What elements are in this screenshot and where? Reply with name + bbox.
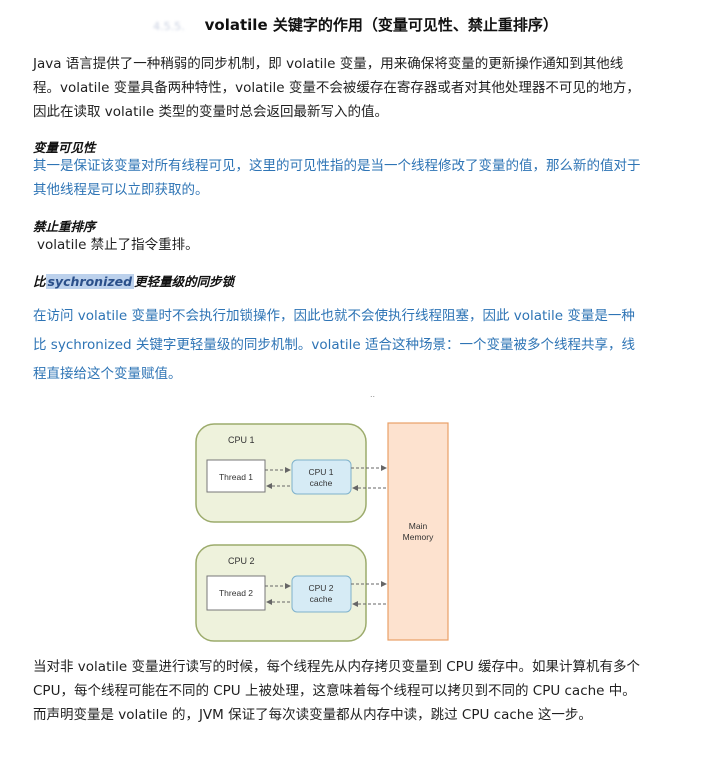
cpu2-label: CPU 2	[228, 556, 255, 566]
cpu-memory-diagram: CPU 1 Thread 1 CPU 1 cache CPU 2 Thread …	[195, 422, 449, 642]
cache1-line1: CPU 1	[308, 467, 333, 477]
lightweight-paragraph: 在访问 volatile 变量时不会执行加锁操作，因此也就不会使执行线程阻塞，因…	[33, 308, 636, 382]
lightweight-heading-highlight: sychronized	[45, 274, 135, 289]
thread1-label: Thread 1	[219, 472, 253, 482]
closing-paragraph: 当对非 volatile 变量进行读写的时候，每个线程先从内存拷贝变量到 CPU…	[33, 659, 640, 723]
memory-line1: Main	[409, 521, 428, 531]
main-memory-box	[387, 422, 449, 641]
memory-line2: Memory	[403, 532, 434, 542]
cpu2-box	[195, 544, 367, 642]
visibility-paragraph: 其一是保证该变量对所有线程可见，这里的可见性指的是当一个线程修改了变量的值，那么…	[33, 158, 641, 198]
lightweight-heading-prefix: 比	[33, 274, 46, 289]
thread2-box	[206, 575, 266, 611]
section-number: 4.5.5.	[153, 20, 185, 33]
diagram-mark: ..	[370, 390, 376, 399]
reorder-paragraph: volatile 禁止了指令重排。	[37, 237, 199, 253]
reorder-heading: 禁止重排序	[33, 219, 96, 234]
lightweight-heading-suffix: 更轻量级的同步锁	[134, 274, 235, 289]
section-title-text: volatile 关键字的作用（变量可见性、禁止重排序）	[204, 16, 558, 34]
cache1-box	[291, 459, 352, 495]
cache1-line2: cache	[310, 478, 333, 488]
cache2-line1: CPU 2	[308, 583, 333, 593]
cache2-line2: cache	[310, 594, 333, 604]
intro-paragraph: Java 语言提供了一种稍弱的同步机制，即 volatile 变量，用来确保将变…	[33, 56, 640, 120]
section-title: 4.5.5. volatile 关键字的作用（变量可见性、禁止重排序）	[0, 14, 711, 35]
visibility-heading: 变量可见性	[33, 140, 96, 155]
cpu1-box	[195, 423, 367, 523]
cache2-box	[291, 575, 352, 613]
thread2-label: Thread 2	[219, 588, 253, 598]
cpu1-label: CPU 1	[228, 435, 255, 445]
thread1-box	[206, 459, 266, 493]
